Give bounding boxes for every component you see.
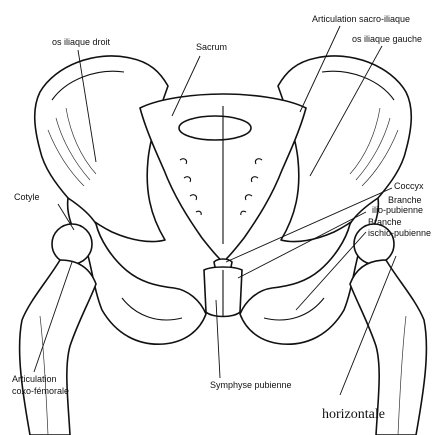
label-branche-ilio-1: Branche [388,195,422,205]
right-femur [20,224,96,435]
label-articulation-coxo-1: Articulation [12,374,57,384]
sacrum [140,94,306,262]
label-branche-ischio-1: Branche [368,217,402,227]
pubic-symphysis [204,267,242,317]
label-articulation-sacro-iliaque: Articulation sacro-iliaque [312,14,410,24]
left-femur [350,224,426,435]
label-symphyse-pubienne: Symphyse pubienne [210,380,292,390]
label-branche-ilio-2: ilio-pubienne [372,205,423,215]
label-os-iliaque-droit: os iliaque droit [52,37,111,47]
label-horizontale: horizontale [322,407,385,422]
label-articulation-coxo-2: coxo-fémorale [12,386,69,396]
label-cotyle: Cotyle [14,192,40,202]
label-coccyx: Coccyx [394,181,424,191]
label-sacrum: Sacrum [196,42,227,52]
label-branche-ischio-2: ischio-pubienne [368,228,431,238]
label-os-iliaque-gauche: os iliaque gauche [352,34,422,44]
